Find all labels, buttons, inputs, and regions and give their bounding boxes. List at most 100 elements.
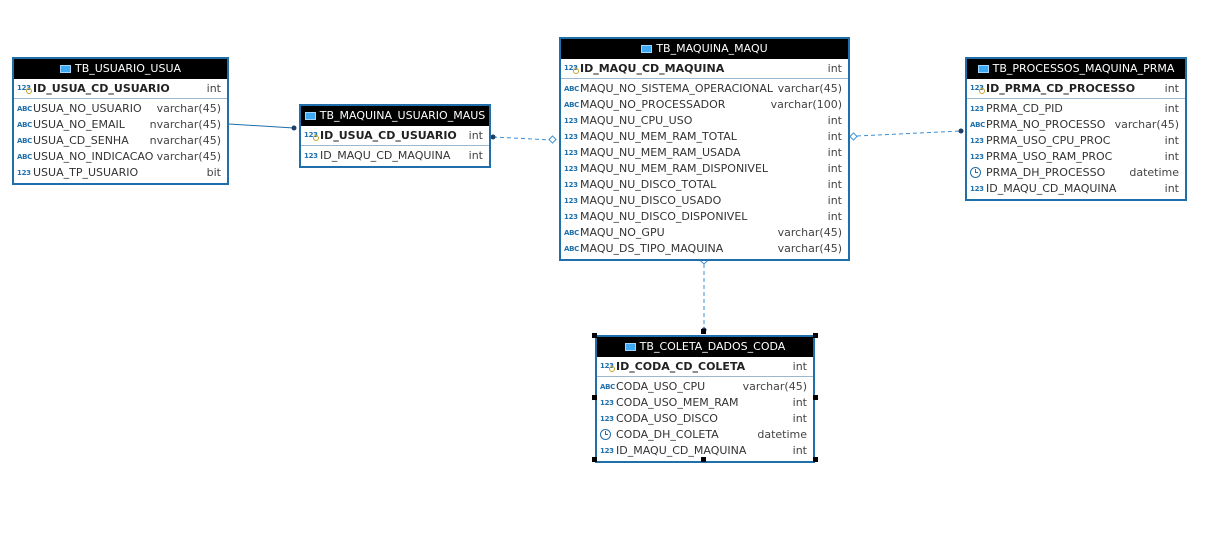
selection-handle[interactable] [813,333,818,338]
column-type: int [792,396,807,409]
column-name: MAQU_NU_DISCO_USADO [580,194,722,207]
text-type-icon: ABC [564,101,579,109]
selection-handle[interactable] [701,329,706,334]
column-name: ID_USUA_CD_USUARIO [320,129,457,142]
table-title: TB_COLETA_DADOS_CODA [639,340,786,353]
numeric-type-icon: 123 [564,149,578,157]
primary-key-icon: 123 [17,79,33,98]
column-type: int [827,178,842,191]
numeric-type-icon: 123 [970,185,984,193]
primary-key-icon: 123 [970,79,986,98]
column-type: int [1164,102,1179,115]
selection-handle[interactable] [592,457,597,462]
table-header[interactable]: TB_MAQUINA_MAQU [561,39,848,59]
column-type: varchar(45) [777,242,842,255]
table-title: TB_USUARIO_USUA [74,62,182,75]
column-name: PRMA_NO_PROCESSO [986,118,1106,131]
text-type-icon: ABC [17,105,32,113]
column-type: int [827,62,842,75]
selection-handle[interactable] [813,395,818,400]
link-endpoint-dot [490,134,496,140]
selection-handle[interactable] [813,457,818,462]
selection-handle[interactable] [592,333,597,338]
table-header[interactable]: TB_PROCESSOS_MAQUINA_PRMA [967,59,1185,79]
link-endpoint-dot [291,125,297,131]
table-header[interactable]: TB_USUARIO_USUA [14,59,227,79]
table-icon [641,45,653,53]
column-type: int [792,444,807,457]
column-row[interactable]: PRMA_DH_PROCESSO datetime [967,165,1185,181]
column-name: ID_CODA_CD_COLETA [616,360,746,373]
column-name: PRMA_USO_CPU_PROC [986,134,1111,147]
column-name: MAQU_NU_DISCO_TOTAL [580,178,717,191]
primary-key-icon: 123 [304,126,320,145]
numeric-type-icon: 123 [970,153,984,161]
text-type-icon: ABC [17,121,32,129]
column-type: int [827,194,842,207]
column-name: MAQU_NO_GPU [580,226,665,239]
column-name: USUA_NO_EMAIL [33,118,125,131]
text-type-icon: ABC [600,383,615,391]
column-type: int [792,360,807,373]
numeric-type-icon: 123 [564,165,578,173]
link-endpoint-dot [958,128,964,134]
selection-handle[interactable] [701,457,706,462]
table-icon [624,343,636,351]
table-header[interactable]: TB_MAQUINA_USUARIO_MAUS [301,106,489,126]
column-name: PRMA_DH_PROCESSO [986,166,1106,179]
datetime-icon [970,167,981,178]
column-type: datetime [757,428,807,441]
column-type: int [1164,182,1179,195]
column-type: varchar(45) [156,150,221,163]
selection-handle[interactable] [592,395,597,400]
column-type: bit [206,166,221,179]
table-header[interactable]: TB_COLETA_DADOS_CODA [597,337,813,357]
link-endpoint-diamond [849,132,858,141]
numeric-type-icon: 123 [970,105,984,113]
numeric-type-icon: 123 [564,213,578,221]
text-type-icon: ABC [564,229,579,237]
column-type: datetime [1129,166,1179,179]
column-type: varchar(45) [742,380,807,393]
column-name: PRMA_CD_PID [986,102,1063,115]
